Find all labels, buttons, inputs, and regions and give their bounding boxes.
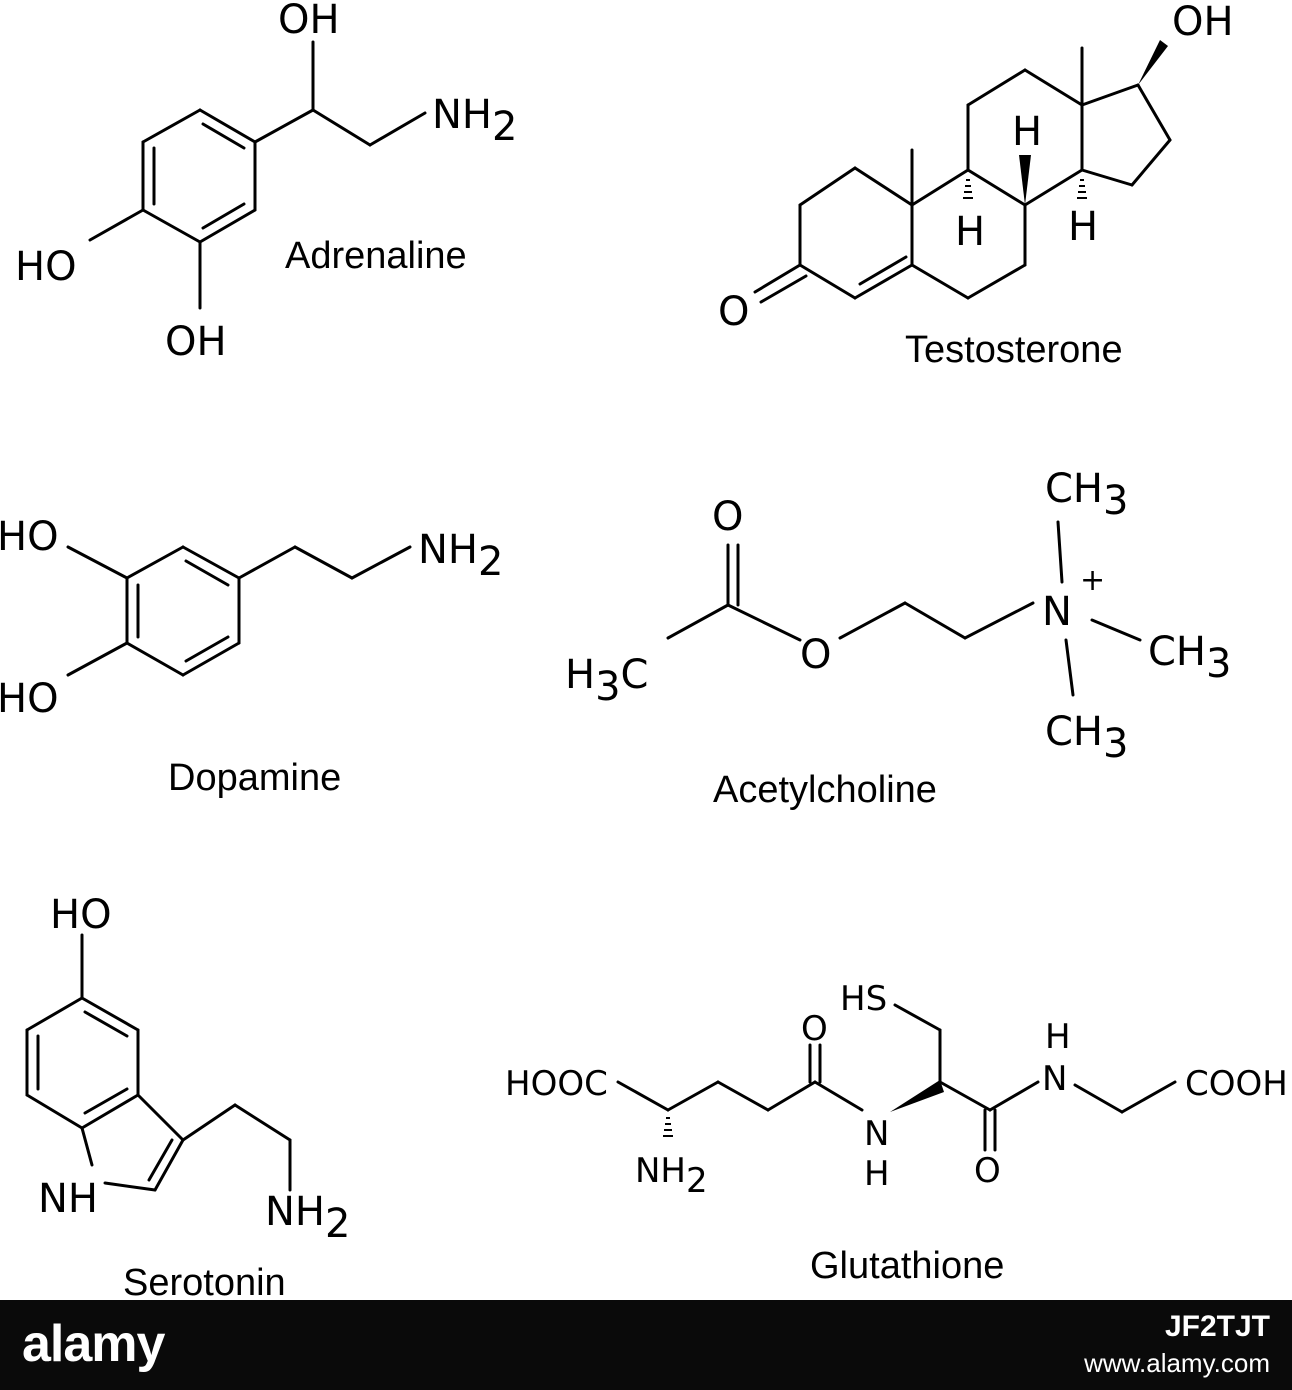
serotonin-ho: HO (50, 892, 112, 938)
testosterone-stereo-bonds (963, 155, 1087, 205)
testosterone-ring-b (910, 148, 1027, 300)
adrenaline-side-chain (88, 40, 427, 310)
testosterone-ring-c (966, 46, 1084, 207)
glutathione-hash-bond (663, 1117, 673, 1137)
acetylcholine-n: N (1042, 589, 1072, 635)
testosterone-h-right: H (1068, 204, 1098, 250)
dopamine-side-chain (66, 545, 412, 677)
adrenaline-ho-left: HO (15, 244, 77, 290)
adrenaline-structure: OH NH2 HO OH Adrenaline (15, 0, 517, 365)
glutathione-nh2-label: NH2 (635, 1151, 708, 1201)
dopamine-name: Dopamine (168, 757, 341, 799)
glutathione-name: Glutathione (810, 1245, 1004, 1287)
glutathione-o-top: O (801, 1009, 828, 1049)
acetylcholine-ch3-bottom: CH3 (1045, 709, 1128, 767)
dopamine-nh-label: NH2 (418, 527, 503, 585)
serotonin-benzene-ring (25, 996, 140, 1130)
alamy-logo: alamy (22, 1315, 165, 1373)
glutathione-structure: HS O O H N N H HOOC COOH NH2 Glutathione (505, 979, 1288, 1287)
site-url: www.alamy.com (1084, 1348, 1270, 1378)
testosterone-h-top: H (1012, 109, 1042, 155)
image-id: JF2TJT (1164, 1310, 1270, 1343)
acetylcholine-charge: + (1080, 563, 1105, 598)
testosterone-o: O (718, 289, 749, 335)
adrenaline-ring (141, 108, 257, 244)
adrenaline-oh-bottom: OH (165, 319, 227, 365)
acetylcholine-o-ester: O (800, 632, 831, 678)
glutathione-hooc: HOOC (505, 1064, 608, 1104)
testosterone-h-left: H (955, 209, 985, 255)
footer-meta: JF2TJT www.alamy.com (1084, 1310, 1270, 1379)
serotonin-nh: NH (38, 1176, 98, 1222)
glutathione-hs: HS (840, 979, 887, 1019)
watermark-footer: alamy JF2TJT www.alamy.com (0, 1300, 1292, 1390)
acetylcholine-structure: O O H3C N + CH3 CH3 CH3 Acetylcholine (565, 466, 1231, 811)
dopamine-ring (125, 545, 241, 677)
dopamine-ho-bottom: HO (0, 676, 59, 722)
testosterone-name: Testosterone (905, 329, 1123, 371)
adrenaline-nh-label: NH2 (432, 92, 517, 150)
glutathione-cooh: COOH (1185, 1064, 1288, 1104)
glutathione-n-left: N (864, 1114, 889, 1154)
glutathione-h-right: H (1045, 1017, 1071, 1057)
adrenaline-oh-top: OH (278, 0, 340, 43)
serotonin-pyrrole-ring (80, 1093, 185, 1192)
serotonin-side-chain (80, 933, 292, 1192)
testosterone-ring-d (1080, 40, 1172, 187)
glutathione-o-bottom: O (974, 1151, 1001, 1191)
acetylcholine-name: Acetylcholine (713, 769, 937, 811)
acetylcholine-h3c: H3C (565, 652, 648, 710)
testosterone-oh: OH (1172, 0, 1234, 45)
glutathione-n-right: N (1042, 1059, 1067, 1099)
acetylcholine-ch3-right: CH3 (1148, 629, 1231, 687)
serotonin-structure: HO NH NH2 Serotonin (25, 892, 350, 1304)
adrenaline-name: Adrenaline (285, 235, 467, 277)
glutathione-h-left: H (864, 1154, 890, 1194)
structures-svg: OH NH2 HO OH Adrenaline (0, 0, 1288, 1304)
acetylcholine-o-carbonyl: O (712, 494, 743, 540)
dopamine-ho-top: HO (0, 514, 59, 560)
chemical-structures-canvas: OH NH2 HO OH Adrenaline (0, 0, 1288, 1304)
testosterone-ring-a (753, 166, 914, 304)
serotonin-name: Serotonin (123, 1262, 286, 1300)
serotonin-nh2-label: NH2 (265, 1189, 350, 1247)
acetylcholine-ch3-top: CH3 (1045, 466, 1128, 524)
testosterone-structure: OH O H H H Testosterone (718, 0, 1234, 371)
dopamine-structure: HO HO NH2 Dopamine (0, 514, 503, 799)
